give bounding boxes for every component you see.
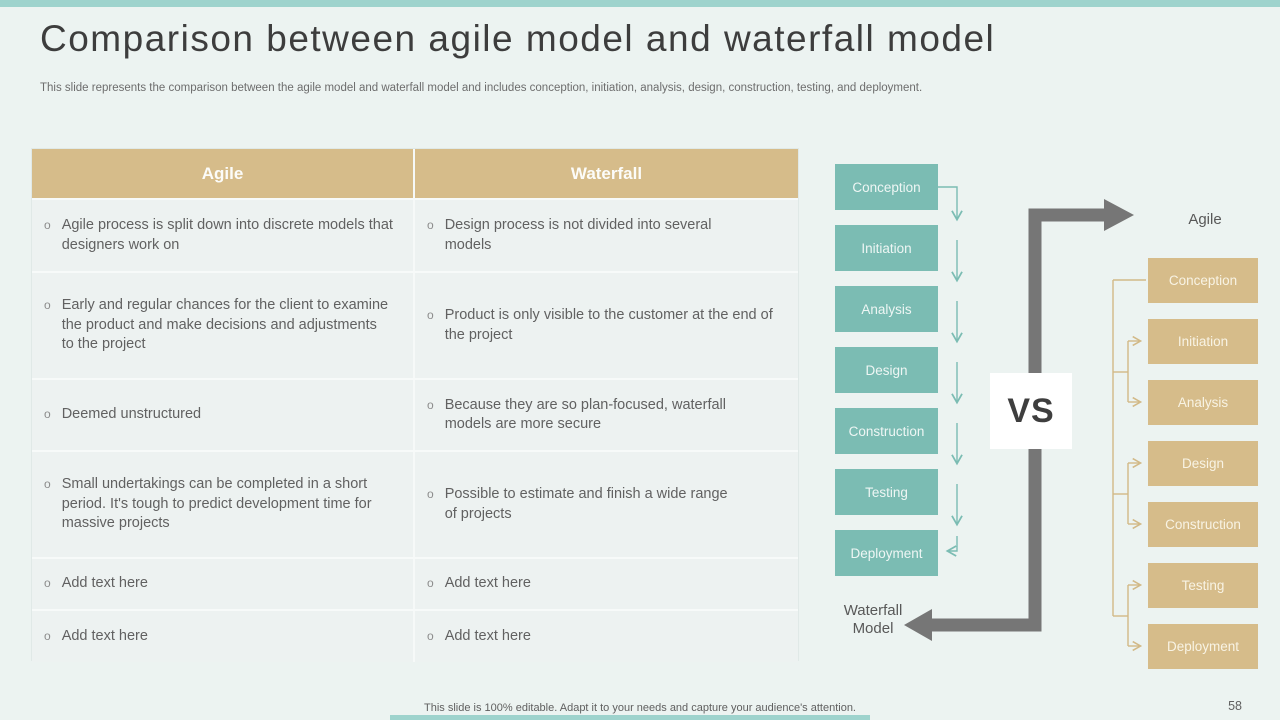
cell-text: Agile process is split down into discret… — [61, 217, 393, 253]
slide-title: Comparison between agile model and water… — [40, 18, 996, 59]
cell-text: Possible to estimate and finish a wide r… — [444, 486, 728, 522]
table-cell-agile: o Agile process is split down into discre… — [32, 200, 415, 271]
cell-text: Design process is not divided into sever… — [444, 217, 712, 253]
table-cell-agile: o Add text here — [32, 611, 415, 662]
page-number: 58 — [1228, 699, 1242, 713]
cell-text: Add text here — [444, 627, 531, 644]
agile-step-deployment: Deployment — [1148, 624, 1258, 669]
agile-step-testing: Testing — [1148, 563, 1258, 608]
agile-step-initiation: Initiation — [1148, 319, 1258, 364]
circle-bullet-icon: o — [427, 628, 434, 643]
table-row: o Add text here o Add text here — [32, 609, 798, 662]
waterfall-step-construction: Construction — [835, 408, 938, 454]
circle-bullet-icon: o — [44, 628, 51, 643]
table-cell-agile: o Early and regular chances for the clien… — [32, 273, 415, 378]
circle-bullet-icon: o — [44, 218, 51, 232]
top-accent-bar — [0, 0, 1280, 7]
cell-text: Add text here — [444, 575, 531, 592]
circle-bullet-icon: o — [427, 218, 434, 232]
waterfall-step-deployment: Deployment — [835, 530, 938, 576]
arrow-left-icon — [904, 609, 932, 641]
table-cell-waterfall: o Design process is not divided into seve… — [415, 200, 798, 271]
table-header-waterfall: Waterfall — [415, 149, 798, 198]
waterfall-step-design: Design — [835, 347, 938, 393]
table-header-agile: Agile — [32, 149, 415, 198]
cell-text: Deemed unstructured — [61, 406, 202, 423]
circle-bullet-icon: o — [44, 298, 51, 313]
circle-bullet-icon: o — [427, 487, 434, 501]
table-row: o Early and regular chances for the clien… — [32, 271, 798, 378]
table-cell-waterfall: o Product is only visible to the customer… — [415, 273, 798, 378]
cell-text: Because they are so plan-focused, waterf… — [444, 396, 726, 433]
table-cell-agile: o Add text here — [32, 559, 415, 609]
table-cell-agile: o Small undertakings can be completed in … — [32, 452, 415, 557]
waterfall-step-analysis: Analysis — [835, 286, 938, 332]
cell-text: Small undertakings can be completed in a… — [61, 476, 372, 532]
cell-text: Product is only visible to the customer … — [444, 307, 773, 343]
comparison-table: Agile Waterfall o Agile process is split … — [31, 148, 799, 662]
waterfall-step-initiation: Initiation — [835, 225, 938, 271]
table-row: o Agile process is split down into discre… — [32, 198, 798, 271]
slide-subtitle: This slide represents the comparison bet… — [40, 82, 923, 94]
table-cell-waterfall: o Because they are so plan-focused, water… — [415, 380, 798, 450]
agile-step-analysis: Analysis — [1148, 380, 1258, 425]
table-cell-waterfall: o Add text here — [415, 611, 798, 662]
table-row: o Small undertakings can be completed in … — [32, 450, 798, 557]
circle-bullet-icon: o — [44, 407, 51, 422]
table-header-row: Agile Waterfall — [32, 149, 798, 198]
table-row: o Add text here o Add text here — [32, 557, 798, 609]
waterfall-step-testing: Testing — [835, 469, 938, 515]
table-cell-agile: o Deemed unstructured — [32, 380, 415, 450]
waterfall-step-conception: Conception — [835, 164, 938, 210]
table-cell-waterfall: o Possible to estimate and finish a wide … — [415, 452, 798, 557]
footer-note: This slide is 100% editable. Adapt it to… — [424, 702, 856, 714]
agile-step-conception: Conception — [1148, 258, 1258, 303]
waterfall-flow-arrows — [938, 186, 963, 557]
agile-step-construction: Construction — [1148, 502, 1258, 547]
circle-bullet-icon: o — [44, 576, 51, 591]
circle-bullet-icon: o — [427, 397, 434, 412]
circle-bullet-icon: o — [427, 576, 434, 591]
footer-accent-bar — [390, 715, 870, 720]
vs-badge: VS — [990, 373, 1072, 449]
arrow-right-icon — [1104, 199, 1134, 231]
table-cell-waterfall: o Add text here — [415, 559, 798, 609]
cell-text: Add text here — [61, 627, 148, 644]
waterfall-model-label: Waterfall Model — [843, 602, 903, 637]
agile-tree-connectors — [1112, 279, 1146, 652]
cell-text: Early and regular chances for the client… — [61, 297, 389, 353]
circle-bullet-icon: o — [427, 308, 434, 322]
cell-text: Add text here — [61, 575, 148, 592]
agile-label: Agile — [1188, 211, 1222, 228]
agile-step-design: Design — [1148, 441, 1258, 486]
circle-bullet-icon: o — [44, 477, 51, 492]
